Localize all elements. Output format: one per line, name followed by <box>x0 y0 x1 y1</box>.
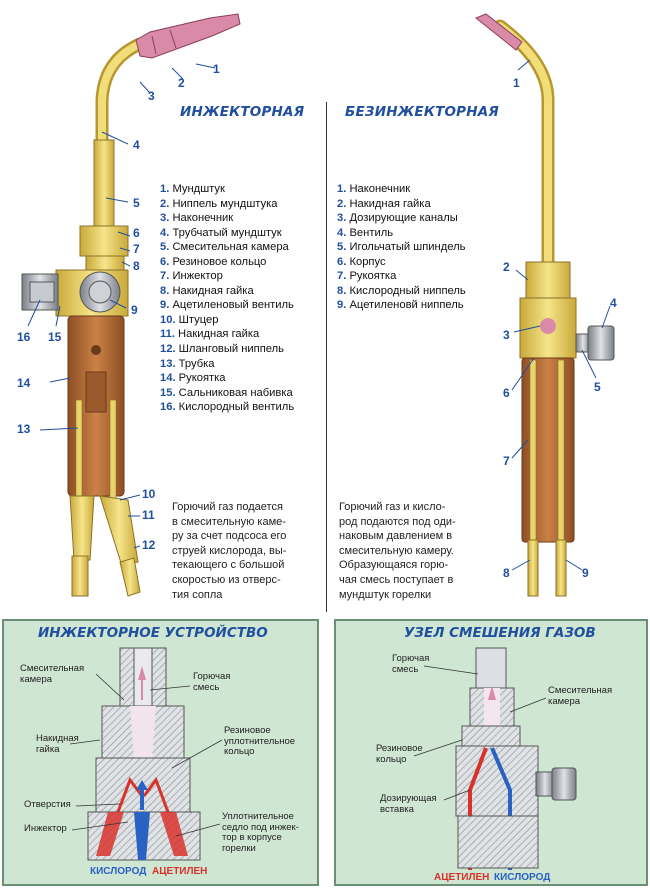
injector-device-drawing <box>87 647 201 861</box>
list-item: 2. Накидная гайка <box>337 197 431 210</box>
callout-13: 13 <box>17 422 31 436</box>
section-divider <box>326 102 327 612</box>
non-injector-parts-list: 1. Наконечник 2. Накидная гайка 3. Дозир… <box>337 182 466 313</box>
gas-acetylene-left: АЦЕТИЛЕН <box>152 866 208 877</box>
list-item: 3. Наконечник <box>160 212 234 225</box>
callout-r5: 5 <box>594 380 601 394</box>
list-item: 8. Кислородный ниппель <box>337 284 466 297</box>
list-item: 6. Корпус <box>337 255 386 268</box>
callout-r2: 2 <box>503 260 510 274</box>
gas-acetylene-right: АЦЕТИЛЕН <box>434 872 490 883</box>
mixing-node-drawing <box>455 647 577 870</box>
list-item: 12. Шланговый ниппель <box>160 343 285 356</box>
callout-15: 15 <box>48 330 62 344</box>
list-item: 6. Резиновое кольцо <box>160 255 267 268</box>
callout-r9: 9 <box>582 566 589 580</box>
injector-device-leaders <box>69 673 223 837</box>
mixing-node-title: УЗЕЛ СМЕШЕНИЯ ГАЗОВ <box>404 625 596 641</box>
callout-3: 3 <box>148 89 155 103</box>
injector-title: ИНЖЕКТОРНАЯ <box>180 104 305 120</box>
callout-r7: 7 <box>503 454 510 468</box>
callout-7: 7 <box>133 242 140 256</box>
callout-12: 12 <box>142 538 156 552</box>
gas-oxygen-left: КИСЛОРОД <box>90 866 147 877</box>
callout-11: 11 <box>142 508 155 522</box>
gas-oxygen-right: КИСЛОРОД <box>494 872 551 883</box>
non-injector-title: БЕЗИНЖЕКТОРНАЯ <box>345 104 500 120</box>
list-item: 10. Штуцер <box>160 313 219 326</box>
non-injector-description: Горючий газ и кисло- род подаются под од… <box>339 501 456 601</box>
callout-r4: 4 <box>610 296 617 310</box>
callout-8: 8 <box>133 259 140 273</box>
list-item: 4. Вентиль <box>337 226 394 239</box>
injector-device-title: ИНЖЕКТОРНОЕ УСТРОЙСТВО <box>38 625 268 641</box>
callout-6: 6 <box>133 226 140 240</box>
callout-r1: 1 <box>513 76 520 90</box>
non-injector-torch <box>475 13 615 597</box>
list-item: 7. Рукоятка <box>337 270 397 283</box>
callout-9: 9 <box>131 303 138 317</box>
list-item: 1. Мундштук <box>160 183 225 195</box>
list-item: 14. Рукоятка <box>160 372 226 385</box>
list-item: 8. Накидная гайка <box>160 284 254 297</box>
list-item: 7. Инжектор <box>160 270 223 283</box>
list-item: 4. Трубчатый мундштук <box>160 226 282 239</box>
label-holes: Отверстия <box>24 799 71 810</box>
callout-14: 14 <box>17 376 31 390</box>
injector-parts-list: 1. Мундштук 2. Ниппель мундштука 3. Нако… <box>160 182 294 415</box>
callout-4: 4 <box>133 138 140 152</box>
list-item: 15. Сальниковая набивка <box>160 386 293 399</box>
callout-r3: 3 <box>503 328 510 342</box>
list-item: 2. Ниппель мундштука <box>160 197 278 210</box>
callout-2: 2 <box>178 76 185 90</box>
list-item: 16. Кислородный вентиль <box>160 401 295 414</box>
callout-1: 1 <box>213 62 220 76</box>
mixing-node-leaders <box>413 665 547 801</box>
callout-10: 10 <box>142 487 156 501</box>
list-item: 11. Накидная гайка <box>160 328 260 341</box>
callout-16: 16 <box>17 330 31 344</box>
injector-torch <box>21 13 241 597</box>
callout-r6: 6 <box>503 386 510 400</box>
non-injector-leaders <box>511 59 611 571</box>
list-item: 9. Ацетиленовый вентиль <box>160 299 294 312</box>
list-item: 9. Ацетиленовй ниппель <box>337 299 464 312</box>
callout-5: 5 <box>133 196 140 210</box>
injector-leaders <box>27 63 216 549</box>
injector-description: Горючий газ подается в смесительную каме… <box>172 501 287 601</box>
list-item: 5. Игольчатый шпиндель <box>337 241 466 254</box>
list-item: 13. Трубка <box>160 357 215 370</box>
list-item: 5. Смесительная камера <box>160 241 289 254</box>
list-item: 3. Дозирующие каналы <box>337 212 458 225</box>
list-item: 1. Наконечник <box>337 183 411 195</box>
label-injector: Инжектор <box>24 823 67 834</box>
callout-r8: 8 <box>503 566 510 580</box>
